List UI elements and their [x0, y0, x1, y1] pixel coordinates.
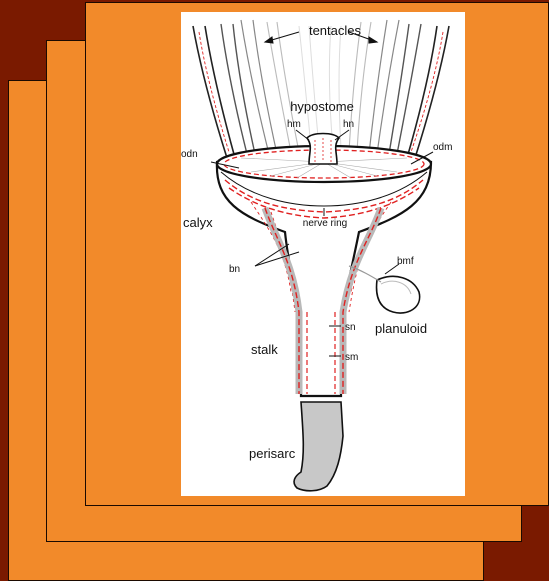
- label-stalk: stalk: [251, 342, 278, 357]
- tentacle-right-5: [329, 26, 341, 148]
- label-hn: hn: [343, 119, 354, 130]
- tentacle-right-2: [389, 24, 421, 154]
- label-nerve-ring: nerve ring: [303, 218, 347, 229]
- label-planuloid: planuloid: [375, 321, 427, 336]
- anatomy-diagram: tentacles hypostome hm hn odn odm calyx …: [181, 12, 465, 496]
- label-bn: bn: [229, 264, 240, 275]
- label-sm: sm: [345, 352, 358, 363]
- label-hypostome: hypostome: [290, 99, 354, 114]
- label-sn: sn: [345, 322, 356, 333]
- tentacle-right-outer: [407, 26, 449, 158]
- tentacle-left-2: [221, 24, 255, 154]
- tentacle-left-outer: [193, 26, 235, 158]
- label-odm: odm: [433, 142, 452, 153]
- anatomy-figure: tentacles hypostome hm hn odn odm calyx …: [181, 12, 465, 496]
- label-calyx: calyx: [183, 215, 213, 230]
- label-odn: odn: [181, 149, 198, 160]
- label-hm: hm: [287, 119, 301, 130]
- label-bmf: bmf: [397, 256, 414, 267]
- label-tentacles: tentacles: [309, 23, 362, 38]
- tentacle-right-4: [349, 22, 371, 152]
- tentacle-left-5: [299, 26, 319, 148]
- label-perisarc: perisarc: [249, 446, 296, 461]
- perisarc-shape: [294, 402, 343, 491]
